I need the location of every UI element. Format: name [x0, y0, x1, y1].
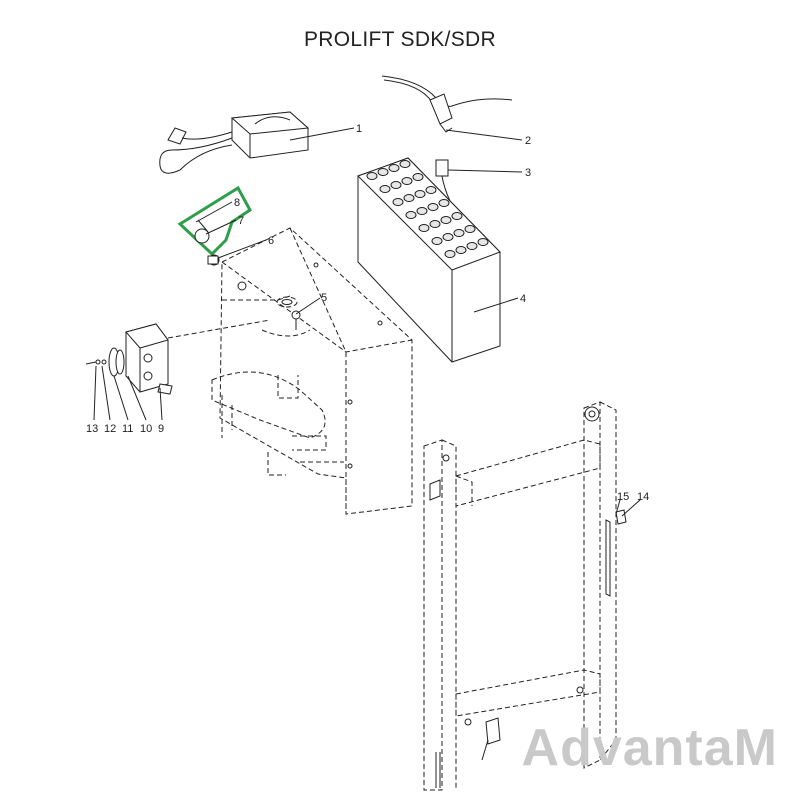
battery-cell-cap — [425, 186, 437, 194]
callout-4: 4 — [520, 293, 526, 305]
callout-1: 1 — [356, 123, 362, 135]
battery-cell-cap — [431, 237, 443, 245]
diagram-title: PROLIFT SDK/SDR — [304, 28, 496, 51]
callout-9: 9 — [158, 423, 164, 435]
battery-cell-cap — [401, 177, 413, 185]
callout-2: 2 — [525, 135, 531, 147]
battery-cell-cap — [453, 229, 465, 237]
callout-14: 14 — [637, 491, 649, 503]
battery-cell-cap — [464, 225, 476, 233]
callout-labels: 1 2 3 4 5 6 7 8 9 10 11 12 13 14 15 — [86, 123, 649, 503]
battery-cell-cap — [399, 160, 411, 168]
cable-connector — [381, 75, 513, 133]
battery-cell-cap — [392, 198, 404, 206]
battery-cell-cap — [377, 168, 389, 176]
battery-cell-cap — [429, 220, 441, 228]
main-frame — [167, 227, 413, 515]
callout-5: 5 — [321, 292, 327, 304]
battery — [357, 157, 501, 363]
battery-cell-cap — [416, 207, 428, 215]
battery-cell-cap — [418, 224, 430, 232]
battery-cell-cap — [366, 172, 378, 180]
battery-cell-cap — [444, 250, 456, 258]
battery-cell-cap — [390, 181, 402, 189]
battery-cell-cap — [403, 194, 415, 202]
battery-cell-cap — [427, 203, 439, 211]
battery-cell-cap — [455, 246, 467, 254]
controller-assembly — [85, 323, 173, 395]
callout-12: 12 — [104, 423, 116, 435]
selected-part-group — [177, 185, 252, 266]
callout-6: 6 — [268, 235, 274, 247]
callout-10: 10 — [140, 423, 152, 435]
mast — [423, 401, 627, 791]
battery-cell-cap — [466, 242, 478, 250]
battery-cell-cap — [440, 216, 452, 224]
charger — [159, 111, 310, 174]
battery-cell-cap — [477, 238, 489, 246]
callout-11: 11 — [122, 423, 133, 435]
battery-cell-cap — [414, 190, 426, 198]
battery-cell-cap — [412, 173, 424, 181]
battery-cell-cap — [388, 164, 400, 172]
callout-3: 3 — [525, 167, 531, 179]
callout-13: 13 — [86, 423, 98, 435]
battery-cell-cap — [438, 199, 450, 207]
callout-15: 15 — [617, 491, 629, 503]
leader-lines — [93, 127, 641, 761]
watermark-logo: AdvantaM — [521, 719, 778, 777]
battery-cell-cap — [442, 233, 454, 241]
callout-8: 8 — [234, 197, 240, 209]
battery-cell-cap — [405, 211, 417, 219]
callout-7: 7 — [238, 215, 244, 227]
battery-cell-cap — [379, 185, 391, 193]
battery-cell-cap — [451, 212, 463, 220]
